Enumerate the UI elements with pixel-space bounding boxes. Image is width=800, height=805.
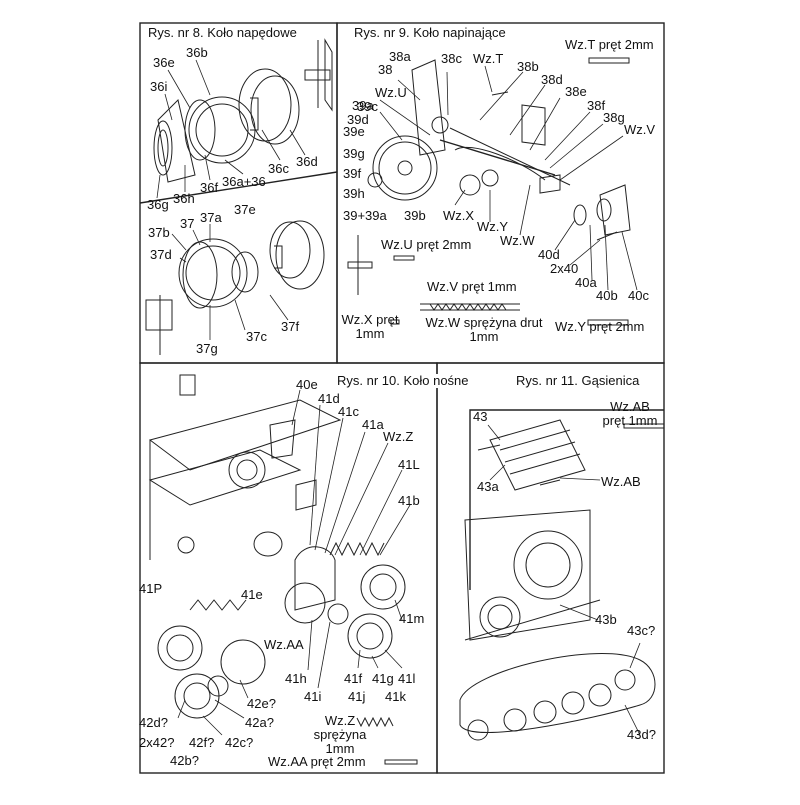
wzaa-note: Wz.AA pręt 2mm [268,754,366,769]
part-label: 38e [565,84,587,99]
part-label: 39b [404,208,426,223]
part-label: Wz.V [624,122,656,137]
part-label: 41e [241,587,263,602]
part-label: 38 [378,62,393,77]
part-label: Wz.T [473,51,504,66]
wzy-note: Wz.Y pręt 2mm [555,319,645,334]
rys11-track-drawing [459,419,665,741]
part-label: 36i [150,79,168,94]
part-label: 43d? [627,727,656,742]
part-label: Wz.Z [383,429,414,444]
part-label: 39d [347,112,369,127]
part-label: 36c [268,161,289,176]
part-label: 43 [473,409,488,424]
part-label: 41k [385,689,406,704]
part-label: 42a? [245,715,274,730]
part-label: 36g [147,197,169,212]
wzab-note: Wz.AB pręt 1mm [602,399,658,428]
part-label: Wz.W [500,233,535,248]
rys8-drive-wheel-drawing [145,38,333,355]
part-label: 40b [596,288,618,303]
wzz-note: Wz.Z sprężyna 1mm [313,713,367,756]
part-label: 37a [200,210,222,225]
part-label: 41c [338,404,359,419]
part-label: 40d [538,247,560,262]
wzw-note: Wz.W sprężyna drut 1mm [425,315,543,344]
part-label: 41j [348,689,366,704]
part-label: 38a [389,49,411,64]
part-label: 40a [575,275,597,290]
part-label: 39h [343,186,365,201]
rys11-title: Rys. nr 11. Gąsienica [514,373,642,388]
rys9-tension-wheel-drawing [347,57,631,326]
part-label: 37 [180,216,195,231]
part-label: 39a [352,98,374,113]
part-label: 36d [296,154,318,169]
rys8-title: Rys. nr 8. Koło napędowe [146,25,299,40]
part-label: 41b [398,493,420,508]
part-label: 2x42? [139,735,175,750]
part-label: Wz.AA [264,637,304,652]
part-label: 41f [344,671,363,686]
wzt-note: Wz.T pręt 2mm [565,37,654,52]
part-label: 39+39a [343,208,387,223]
part-label: Wz.Y [477,219,509,234]
rys10-title: Rys. nr 10. Koło nośne [335,373,471,388]
part-label: 38d [541,72,563,87]
part-label: 38b [517,59,539,74]
part-label: 37d [150,247,172,262]
part-label: 39g [343,146,365,161]
part-label: 2x40 [550,261,579,276]
rys10-road-wheel-drawing [148,374,418,765]
wzx-note: Wz.X pręt 1mm [341,312,399,341]
part-label: 40e [296,377,318,392]
part-label: 42e? [247,696,276,711]
part-label: 37g [196,341,218,356]
part-label: 38f [587,98,606,113]
part-label: 36a+36 [222,174,266,189]
part-label: 37f [281,319,300,334]
wzv-note: Wz.V pręt 1mm [427,279,517,294]
part-label: 41g [372,671,394,686]
part-label: 41i [304,689,322,704]
part-label: 41m [399,611,425,626]
part-label: 41d [318,391,340,406]
part-label: 42d? [139,715,168,730]
part-label: 42b? [170,753,199,768]
part-label: 43b [595,612,617,627]
part-label: 42f? [189,735,215,750]
part-label: 43a [477,479,499,494]
rys9-title: Rys. nr 9. Koło napinające [352,25,508,40]
part-label: 36f [200,180,219,195]
part-label: 36e [153,55,175,70]
part-label: 41P [139,581,163,596]
leader-lines [156,59,641,736]
part-label: 41h [285,671,307,686]
part-label: 36b [186,45,208,60]
part-label: Wz.AB [601,474,641,489]
part-label: 37c [246,329,267,344]
part-label: 42c? [225,735,254,750]
part-label: 39e [343,124,365,139]
panel-frames [139,22,665,774]
part-label: 41l [398,671,416,686]
part-label: 36h [173,191,195,206]
part-label: 38g [603,110,625,125]
part-label: Wz.U [375,85,407,100]
part-label: 39c [357,99,378,114]
part-label: 38c [441,51,462,66]
part-label: 41L [398,457,420,472]
wzu-note: Wz.U pręt 2mm [381,237,472,252]
part-label: 39f [343,166,362,181]
part-label: 37e [234,202,256,217]
part-label: 40c [628,288,649,303]
part-label: 43c? [627,623,656,638]
part-label: 41a [362,417,384,432]
part-label: Wz.X [443,208,475,223]
part-label: 37b [148,225,170,240]
